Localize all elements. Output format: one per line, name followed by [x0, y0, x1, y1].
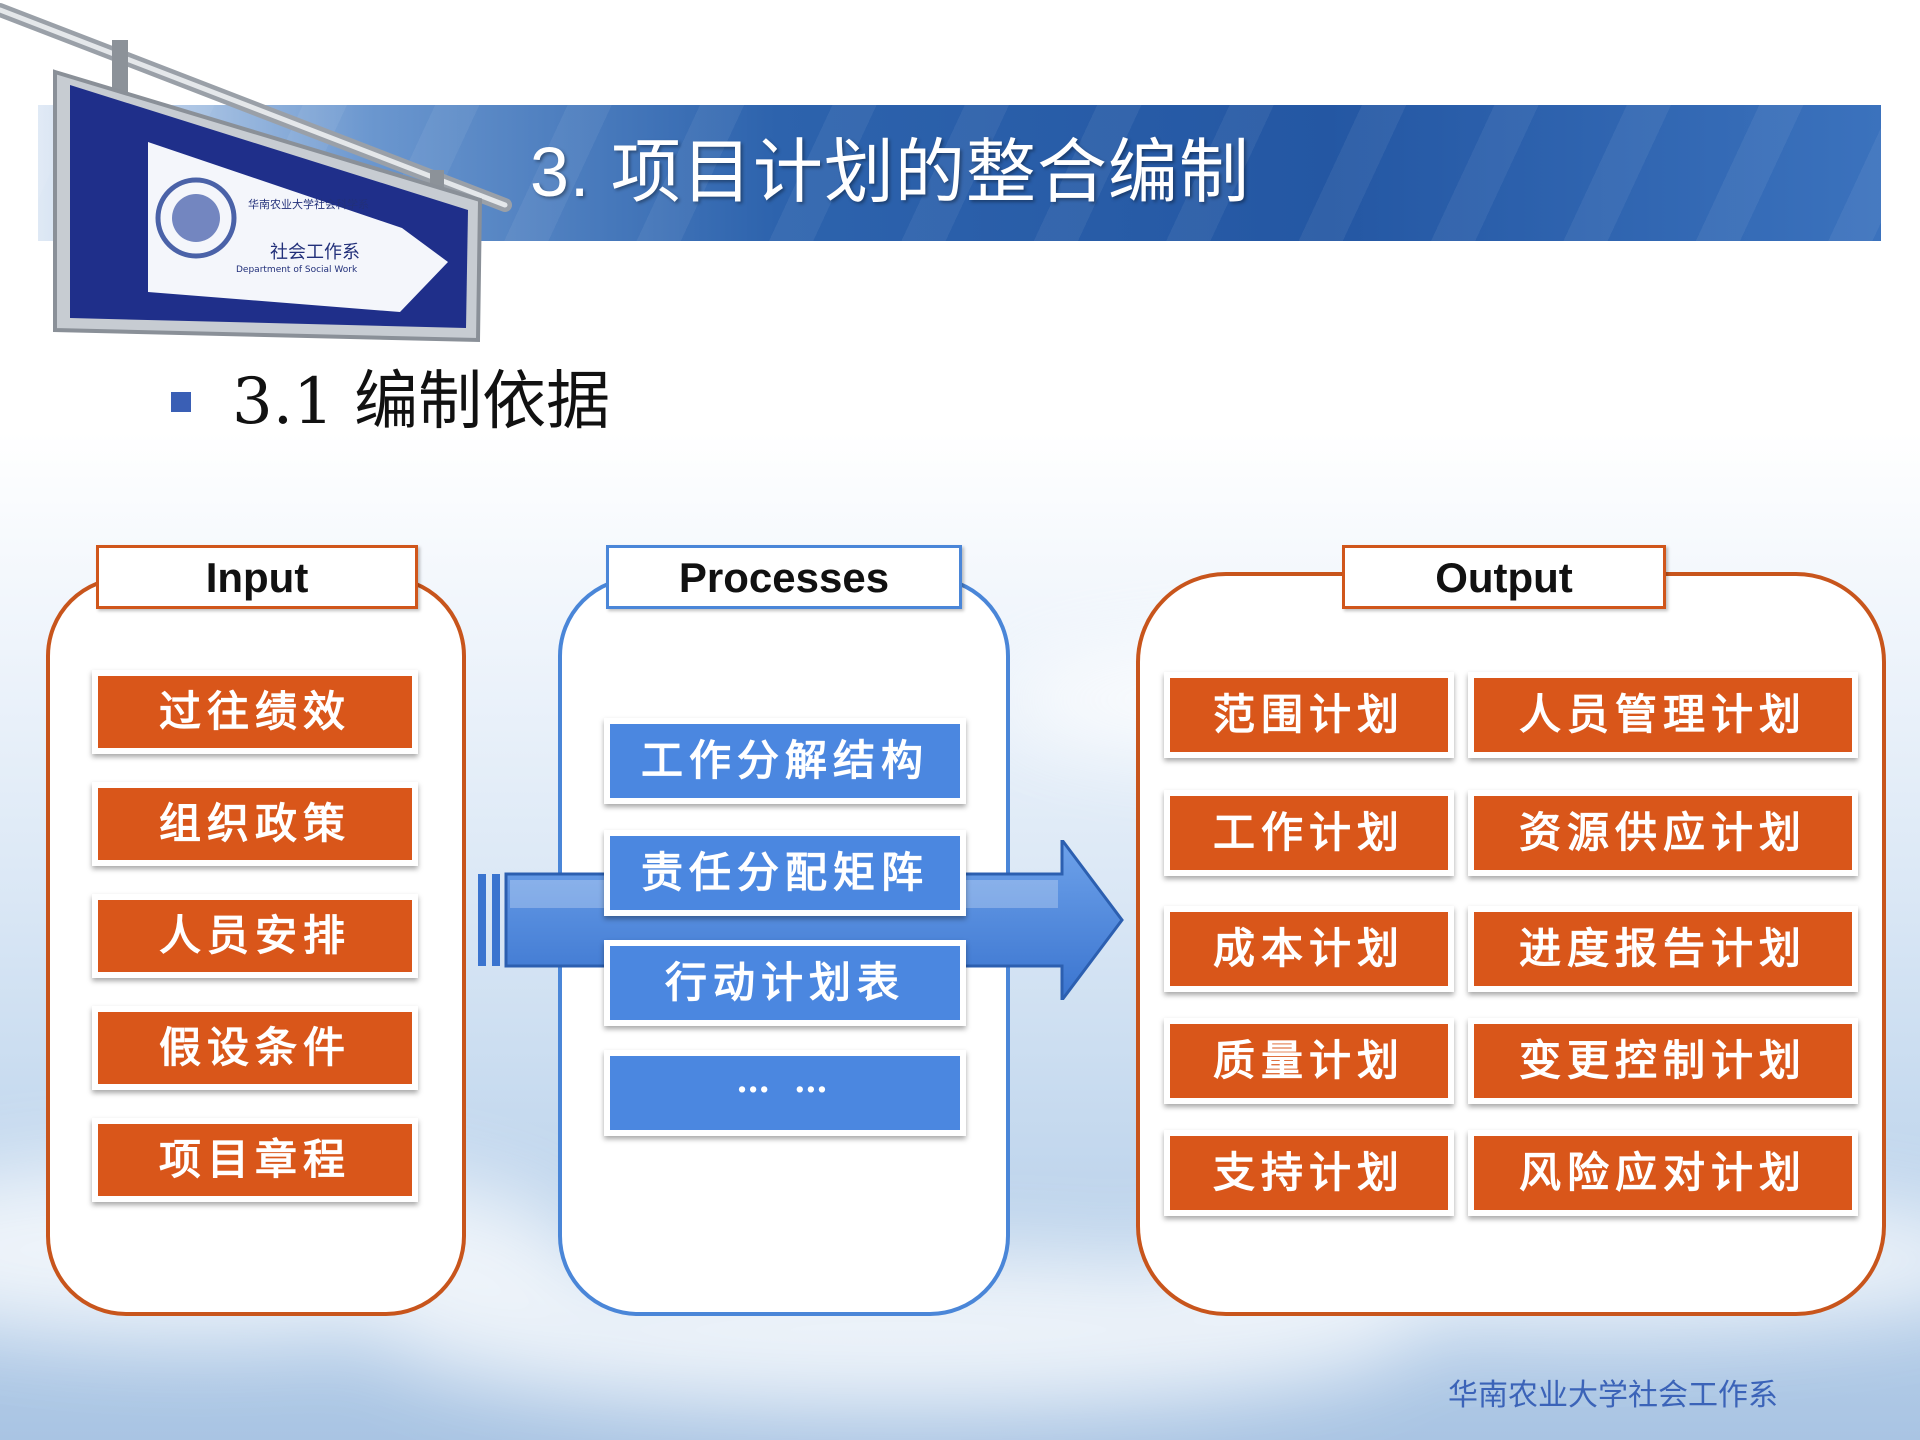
input-item: 假设条件	[92, 1006, 418, 1090]
output-item: 成本计划	[1164, 906, 1454, 992]
input-item: 组织政策	[92, 782, 418, 866]
logo-line2: 社会工作系	[270, 242, 360, 263]
footer-text: 华南农业大学社会工作系	[1448, 1378, 1778, 1413]
processes-header: Processes	[606, 545, 962, 609]
bullet-square-icon	[171, 392, 191, 412]
department-sign-logo: 华南农业大学社会科学系 社会工作系 Department of Social W…	[0, 3, 512, 343]
input-item: 人员安排	[92, 894, 418, 978]
output-item: 变更控制计划	[1468, 1018, 1858, 1104]
process-item: 责任分配矩阵	[604, 830, 966, 916]
process-item: 行动计划表	[604, 940, 966, 1026]
output-header: Output	[1342, 545, 1666, 609]
output-item: 进度报告计划	[1468, 906, 1858, 992]
output-item: 资源供应计划	[1468, 790, 1858, 876]
input-item: 项目章程	[92, 1118, 418, 1202]
section-subtitle: 3.1 编制依据	[232, 365, 611, 439]
output-item: 支持计划	[1164, 1130, 1454, 1216]
output-item: 范围计划	[1164, 672, 1454, 758]
output-item: 工作计划	[1164, 790, 1454, 876]
output-item: 人员管理计划	[1468, 672, 1858, 758]
output-item: 质量计划	[1164, 1018, 1454, 1104]
logo-line1: 华南农业大学社会科学系	[248, 197, 369, 211]
process-item: … …	[604, 1050, 966, 1136]
logo-line3: Department of Social Work	[236, 265, 358, 275]
slide-title: 3. 项目计划的整合编制	[530, 133, 1250, 211]
process-item: 工作分解结构	[604, 718, 966, 804]
input-item: 过往绩效	[92, 670, 418, 754]
input-header: Input	[96, 545, 418, 609]
output-item: 风险应对计划	[1468, 1130, 1858, 1216]
